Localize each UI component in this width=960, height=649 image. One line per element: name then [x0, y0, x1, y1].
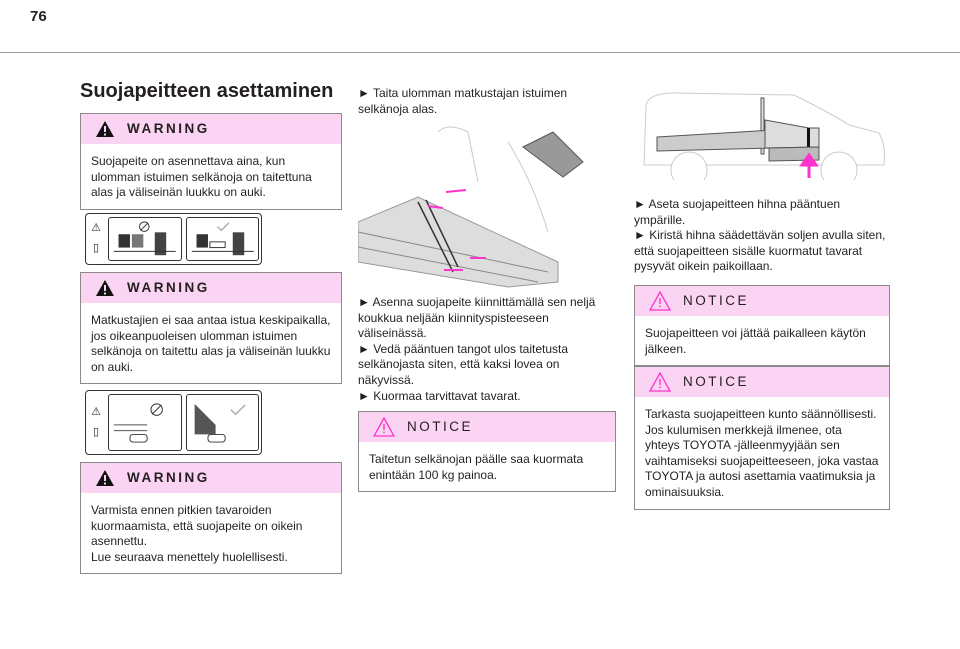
- notice-box-1: NOTICE Taitetun selkänojan päälle saa ku…: [358, 411, 616, 493]
- warning-text: Suojapeite on asennettava aina, kun ulom…: [91, 154, 312, 200]
- notice-text: Taitetun selkänojan päälle saa kuormata …: [369, 452, 584, 482]
- seat-figure-allowed: [185, 217, 259, 261]
- step-tighten-strap: ► Kiristä hihna säädettävän soljen avull…: [634, 228, 886, 274]
- warning-text: Matkustajien ei saa antaa istua keskipai…: [91, 313, 331, 374]
- notice-text: Suojapeitteen voi jättää paikalleen käyt…: [645, 326, 866, 356]
- notice-icon: [649, 291, 671, 311]
- seat-figure-prohibited: [108, 394, 182, 451]
- step-fold-seat: ► Taita ulomman matkustajan istuimen sel…: [358, 86, 568, 116]
- notice-icon: [373, 417, 395, 437]
- warning-icon: [96, 470, 114, 486]
- step-load: ► Kuormaa tarvittavat tavarat.: [358, 388, 521, 403]
- warning-text: Varmista ennen pitkien tavaroiden kuorma…: [91, 503, 303, 549]
- warning-label: WARNING: [127, 121, 210, 137]
- step-attach-hooks: ► Asenna suojapeite kiinnittämällä sen n…: [358, 295, 596, 341]
- van-side-illustration: [634, 85, 890, 189]
- caution-icon: ⚠: [91, 405, 101, 418]
- notice-label: NOTICE: [683, 293, 750, 309]
- step-pull-rods: ► Vedä pääntuen tangot ulos taitetusta s…: [358, 341, 569, 387]
- col2-steps-and-notice: ► Asenna suojapeite kiinnittämällä sen n…: [358, 295, 616, 493]
- manual-icon: ▯: [92, 425, 100, 438]
- page-number: 76: [30, 8, 47, 25]
- notice-text: Tarkasta suojapeitteen kunto säännöllise…: [645, 407, 879, 499]
- notice-box-2: NOTICE Suojapeitteen voi jättää paikalle…: [634, 285, 890, 367]
- cover-install-illustration: [357, 122, 616, 290]
- header-divider: [0, 52, 960, 53]
- seat-figure-prohibited: [108, 217, 182, 261]
- caution-icon: ⚠: [91, 222, 101, 235]
- warning-icon: [96, 280, 114, 296]
- page-title: Suojapeitteen asettaminen: [80, 80, 334, 102]
- warning-label: WARNING: [127, 470, 210, 486]
- notice-icon: [649, 372, 671, 392]
- warning-box-1: WARNING Suojapeite on asennettava aina, …: [80, 113, 342, 210]
- manual-icon: ▯: [92, 242, 100, 254]
- notice-box-3: NOTICE Tarkasta suojapeitteen kunto sään…: [634, 366, 890, 510]
- warning-label: WARNING: [127, 280, 210, 296]
- step-place-strap: ► Aseta suojapeitteen hihna pääntuen ymp…: [634, 197, 841, 227]
- warning-icon: [96, 121, 114, 137]
- seat-pictogram-2: ⚠▯: [85, 390, 262, 455]
- seat-pictogram-1: ⚠▯: [85, 213, 262, 265]
- notice-label: NOTICE: [683, 374, 750, 390]
- notice-label: NOTICE: [407, 419, 474, 435]
- warning-box-3: WARNING Varmista ennen pitkien tavaroide…: [80, 462, 342, 575]
- seat-figure-allowed: [185, 394, 259, 451]
- warning-text: Lue seuraava menettely huolellisesti.: [91, 549, 288, 564]
- warning-box-2: WARNING Matkustajien ei saa antaa istua …: [80, 272, 342, 385]
